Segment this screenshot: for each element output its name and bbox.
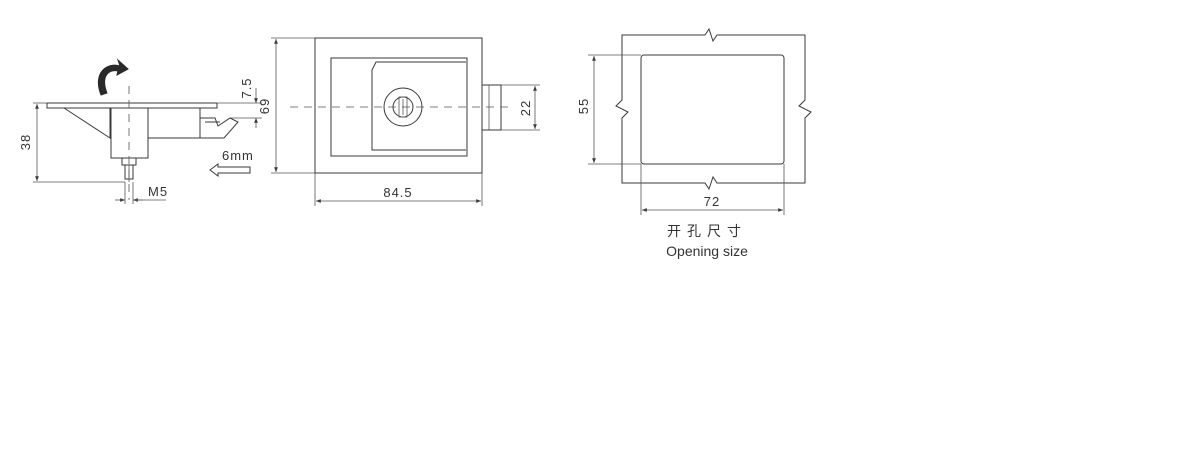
dim-front-width: 84.5 [383, 185, 412, 200]
cutout-view: 55 72 开孔尺寸 Opening size [576, 27, 812, 259]
dim-front-height: 69 [257, 98, 272, 114]
dim-travel: 6mm [222, 148, 254, 163]
caption-en: Opening size [666, 243, 748, 259]
caption-zh: 开孔尺寸 [667, 223, 747, 239]
dim-cutout-height: 55 [576, 98, 591, 114]
dim-cutout-width: 72 [704, 194, 720, 209]
side-view: 38 M5 6mm 7.5 [18, 58, 262, 204]
travel-arrow-icon [209, 163, 251, 177]
opening-rect [640, 54, 785, 165]
dim-side-height: 38 [18, 134, 33, 150]
dim-thread: M5 [148, 184, 168, 199]
dim-offset: 7.5 [239, 77, 254, 98]
dim-tongue: 22 [518, 100, 533, 116]
front-view: 69 84.5 22 [257, 37, 540, 206]
rotation-arrow-icon [97, 58, 129, 96]
